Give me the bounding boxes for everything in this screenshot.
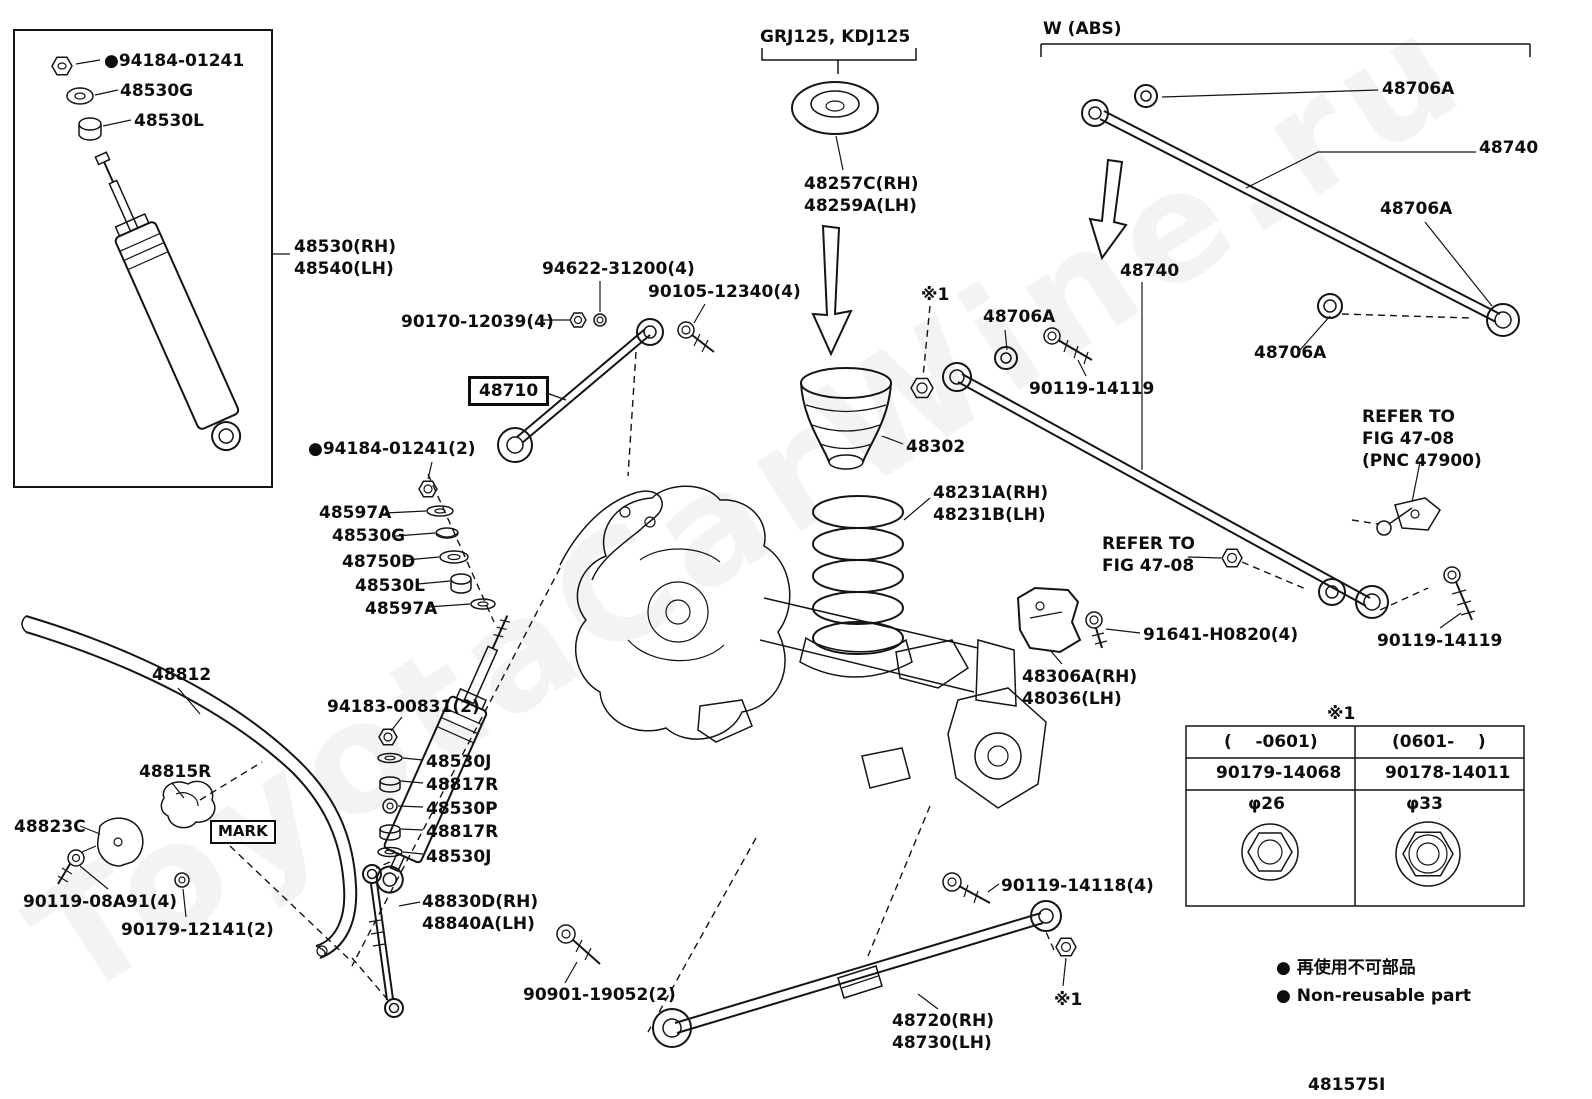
part-label-90179-12141: 90179-12141(2) <box>121 920 274 940</box>
part-label-48231: 48231A(RH) 48231B(LH) <box>933 483 1049 526</box>
inset-box <box>13 29 273 488</box>
bolt-90119-14119-b <box>1379 566 1476 629</box>
table-part-right: 90178-14011 <box>1385 763 1511 783</box>
part-label-94183-00831: 94183-00831(2) <box>327 697 480 717</box>
part-label-48257c: 48257C(RH) 48259A(LH) <box>804 174 919 217</box>
part-label-48706a-1: 48706A <box>1382 79 1455 99</box>
part-label-48720: 48720(RH) 48730(LH) <box>892 1011 994 1054</box>
stabilizer-bushing-48815r <box>160 761 353 963</box>
part-label-48830d: 48830D(RH) 48840A(LH) <box>422 892 539 935</box>
rod-hardware-row <box>540 281 715 353</box>
part-label-90119-14119-a: 90119-14119 <box>1029 379 1155 399</box>
part-label-48750d: 48750D <box>342 552 416 572</box>
nut-ref1-c <box>1045 931 1077 987</box>
ref1-note-b: ※1 <box>1054 990 1083 1010</box>
shock-absorber-center <box>375 615 510 894</box>
part-label-94622-31200: 94622-31200(4) <box>542 259 695 279</box>
table-header-right: (0601- ) <box>1392 732 1486 752</box>
part-label-94184-01241-2: ●94184-01241(2) <box>308 439 476 459</box>
bolt-90119-14119-a <box>1043 327 1093 365</box>
part-label-48597a-2: 48597A <box>365 599 438 619</box>
upper-control-rod-48710 <box>497 328 651 477</box>
part-label-48530j-2: 48530J <box>426 847 492 867</box>
part-label-48706a-2: 48706A <box>1380 199 1453 219</box>
part-label-48530l-2: 48530L <box>355 576 425 596</box>
refer-bracket-pnc <box>1351 461 1441 536</box>
coil-spring <box>812 495 931 655</box>
refer-note-fig: REFER TO FIG 47-08 <box>1102 534 1195 577</box>
part-label-48815r: 48815R <box>139 762 212 782</box>
inset-shock-absorber <box>94 151 242 452</box>
ref1-note-a: ※1 <box>921 285 950 305</box>
model-bracket <box>761 48 917 74</box>
axle-housing <box>351 485 1047 1033</box>
w-abs-label: W (ABS) <box>1043 19 1122 39</box>
part-label-48740-1: 48740 <box>1479 138 1539 158</box>
part-label-48530g-inset: 48530G <box>120 81 194 101</box>
nut-ref1-a <box>910 305 934 399</box>
part-label-90170-12039: 90170-12039(4) <box>401 312 554 332</box>
washer-90179-12141 <box>174 872 190 918</box>
nut-size-table <box>1185 725 1525 907</box>
part-label-48530l-inset: 48530L <box>134 111 204 131</box>
ref1-note-table: ※1 <box>1327 704 1356 724</box>
legend-non-reusable-jp: ● 再使用不可部品 <box>1276 958 1416 978</box>
part-label-90105-12340: 90105-12340(4) <box>648 282 801 302</box>
lateral-rod-lower <box>942 346 1389 619</box>
w-abs-bracket <box>1040 43 1531 57</box>
mark-label: MARK <box>210 820 276 844</box>
part-label-48530j-1: 48530J <box>426 752 492 772</box>
down-arrow-right <box>1088 158 1128 261</box>
part-label-94184-01241: ●94184-01241 <box>104 51 245 71</box>
selected-part-48710[interactable]: 48710 <box>468 376 550 407</box>
model-codes-label: GRJ125, KDJ125 <box>760 27 911 47</box>
part-label-48302: 48302 <box>906 437 966 457</box>
stabilizer-bar <box>21 615 358 959</box>
part-label-48530p: 48530P <box>426 799 498 819</box>
part-label-48817r-2: 48817R <box>426 822 499 842</box>
bolt-90901-19052 <box>556 924 601 984</box>
table-part-left: 90179-14068 <box>1216 763 1342 783</box>
part-label-48823c: 48823C <box>14 817 86 837</box>
part-label-90901-19052: 90901-19052(2) <box>523 985 676 1005</box>
spring-seat <box>791 81 879 171</box>
part-label-90119-14119-b: 90119-14119 <box>1377 631 1503 651</box>
part-label-48740-2: 48740 <box>1120 261 1180 281</box>
part-label-91641-h0820: 91641-H0820(4) <box>1143 625 1299 645</box>
part-label-48812: 48812 <box>152 665 212 685</box>
part-label-48306a: 48306A(RH) 48036(LH) <box>1022 667 1138 710</box>
stabilizer-link-48830d <box>351 864 421 1018</box>
part-label-48530-48540: 48530(RH) 48540(LH) <box>294 237 396 280</box>
part-label-90119-08a91: 90119-08A91(4) <box>23 892 178 912</box>
bolt-90119-08a91 <box>57 849 109 890</box>
mount-stack <box>384 461 496 623</box>
part-label-48706a-4: 48706A <box>1254 343 1327 363</box>
clamp-48823c <box>79 817 144 867</box>
part-label-48597a-1: 48597A <box>319 503 392 523</box>
down-arrow-center <box>811 224 853 357</box>
part-label-48706a-3: 48706A <box>983 307 1056 327</box>
table-header-left: ( -0601) <box>1224 732 1318 752</box>
bolt-90119-14118 <box>942 872 1000 904</box>
drawing-number: 481575I <box>1308 1075 1386 1095</box>
table-dia-right: φ33 <box>1406 794 1443 814</box>
legend-non-reusable-en: ● Non-reusable part <box>1276 986 1472 1006</box>
part-label-90119-14118: 90119-14118(4) <box>1001 876 1154 896</box>
spring-bumper-48302 <box>800 367 904 470</box>
table-dia-left: φ26 <box>1248 794 1285 814</box>
bracket-48306a <box>1016 586 1141 665</box>
lateral-rod-upper <box>1081 84 1520 337</box>
lower-control-rod-48720 <box>652 900 1062 1048</box>
refer-nut <box>1187 548 1309 591</box>
link-stack <box>375 716 424 869</box>
part-label-48530g-2: 48530G <box>332 526 406 546</box>
refer-note-pnc: REFER TO FIG 47-08 (PNC 47900) <box>1362 407 1482 472</box>
part-label-48817r-1: 48817R <box>426 775 499 795</box>
